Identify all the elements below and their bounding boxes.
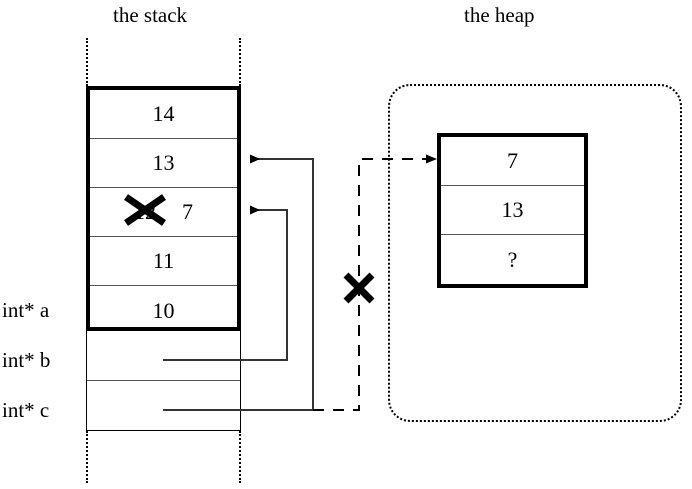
heap-title: the heap [464,3,535,27]
heap-cell-1: 13 [441,186,584,235]
label-int-c: int* c [2,398,50,422]
heap-cell-0: 7 [441,137,584,186]
stack-guide-right-top [239,38,241,86]
stack-cell-overwritten: 12 7 [90,188,237,237]
stack-cell-value: 13 [152,150,175,175]
label-int-b: int* b [2,348,51,372]
heap-cell-2: ? [441,235,584,284]
stack-cell-value: 11 [152,248,175,273]
stack-title: the stack [113,3,188,27]
stack-cell-new-value: 7 [182,199,193,224]
stack-guide-left-bottom [86,431,88,483]
stack-guide-left-top [86,38,88,86]
heap-cell-value: 13 [501,197,524,222]
stack-cell-11: 11 [90,237,237,286]
heap-cell-value: 7 [507,148,518,173]
stack-guide-right-bottom [239,431,241,483]
heap-block: 7 13 ? [437,133,588,288]
stack-cell-13: 13 [90,139,237,188]
stack-frame-main: 14 13 12 7 11 10 [86,86,241,331]
struck-value-wrapper: 12 [124,194,166,226]
stack-cell-value: 14 [152,101,175,126]
stack-cell-14: 14 [90,90,237,139]
invalid-pointer-x-icon [343,272,375,304]
heap-cell-value: ? [507,246,518,272]
label-int-a: int* a [2,298,50,322]
cross-out-icon [124,194,166,226]
